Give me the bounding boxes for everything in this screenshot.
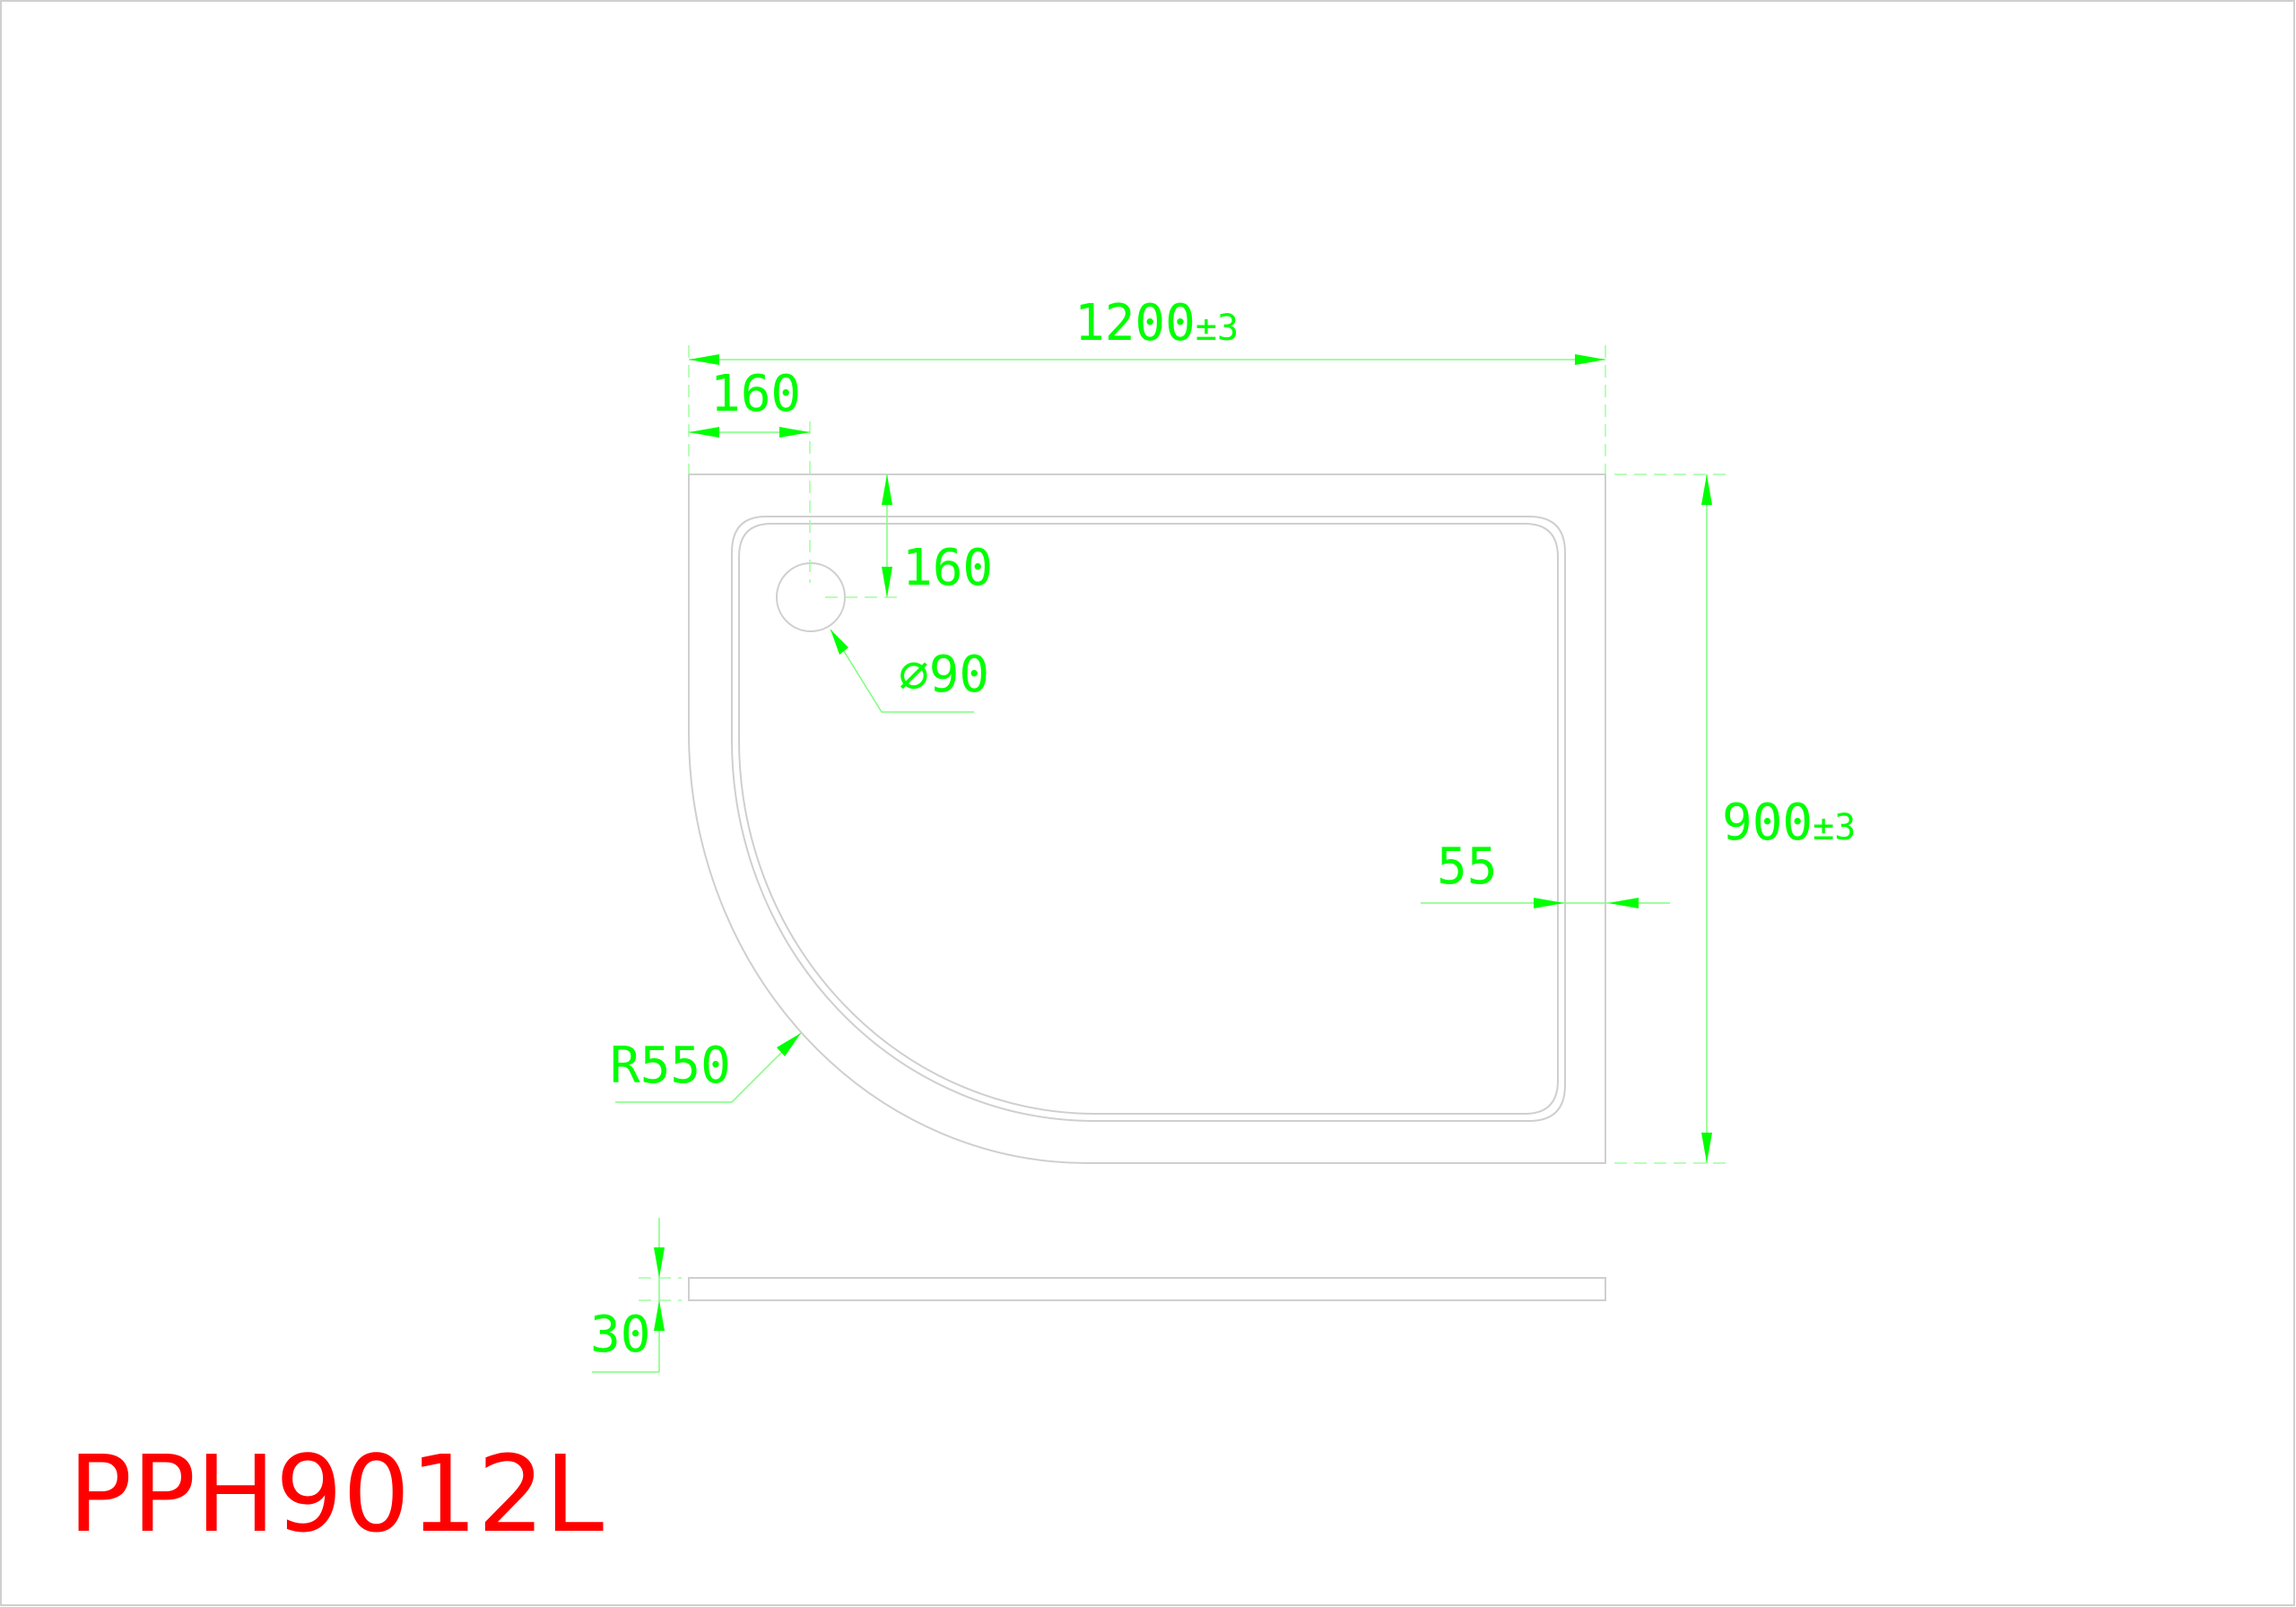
model-title: PPH9012L (68, 1432, 604, 1556)
svg-text:55: 55 (1437, 838, 1497, 896)
tray-basin (738, 523, 1559, 1115)
svg-text:R550: R550 (610, 1037, 731, 1095)
svg-text:160: 160 (902, 539, 993, 597)
waste-offset-y-dimension: 160 (825, 474, 993, 598)
svg-text:160: 160 (710, 365, 801, 423)
tray-plan-view (688, 473, 1606, 1164)
svg-text:∅90: ∅90 (899, 646, 989, 704)
tray-inner-rim (731, 516, 1566, 1122)
svg-text:900±3: 900±3 (1722, 794, 1856, 852)
width-dimension: 1200±3 (688, 294, 1606, 474)
svg-text:1200±3: 1200±3 (1074, 294, 1239, 352)
height-dimension: 30 (590, 1218, 682, 1373)
depth-dimension: 900±3 (1614, 473, 1856, 1164)
radius-leader: R550 (610, 1032, 802, 1103)
tray-side-view (688, 1277, 1606, 1301)
waste-diameter-leader: ∅90 (830, 629, 989, 713)
svg-text:30: 30 (590, 1306, 650, 1364)
rim-width-dimension: 55 (1421, 838, 1670, 908)
waste-offset-x-dimension: 160 (689, 365, 811, 583)
tray-outer-outline (688, 473, 1606, 1164)
